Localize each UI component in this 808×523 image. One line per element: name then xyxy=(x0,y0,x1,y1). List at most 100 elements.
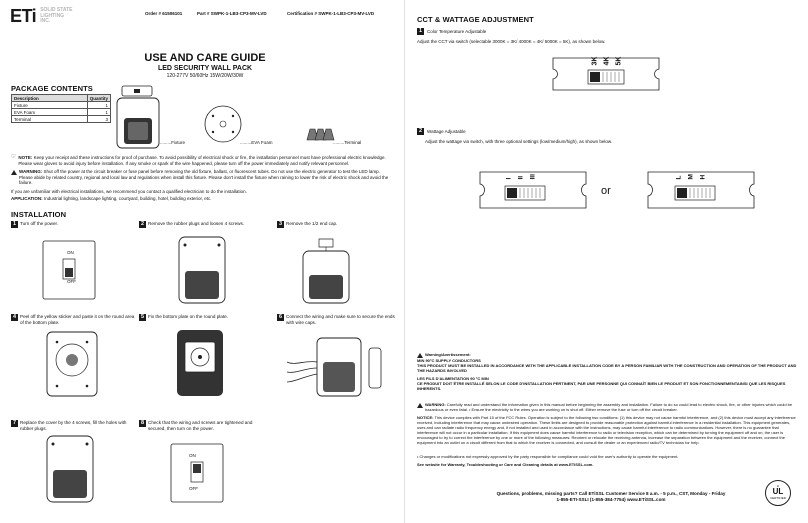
step-number: 3 xyxy=(277,221,284,228)
watt-step-2-label: Wattage Adjustable xyxy=(427,128,466,134)
guide-title: USE AND CARE GUIDE xyxy=(144,52,266,64)
table-cell: Fixture xyxy=(11,101,88,109)
install-step-1: 1 Turn off the power. ON OFF xyxy=(11,221,137,305)
install-step-5: 5 Fix the bottom plate on the round plat… xyxy=(139,314,265,398)
table-cell: 1 xyxy=(86,101,112,109)
step-text: Replace the cover by the 4 screws, fill … xyxy=(20,420,127,431)
logo-text-1: SOLID STATE xyxy=(40,7,73,14)
cct-step-1-title: 1 Color Temperature Adjustable xyxy=(417,28,486,35)
watt-label-m: M xyxy=(687,174,695,180)
badge-bottom: CERTIFIED xyxy=(770,496,786,500)
warning-paragraph: WARNING: Shut off the power at the circu… xyxy=(11,169,393,186)
install-step-3: 3 Remove the 1/2 end cap. xyxy=(277,221,403,305)
cct-heading: CCT & WATTAGE ADJUSTMENT xyxy=(417,15,534,24)
footer-help: Questions, problems, missing parts? Call… xyxy=(465,491,757,502)
table-row: EVA Foam 1 xyxy=(11,108,112,116)
fix-plate-illustration xyxy=(177,330,223,396)
warning-line-4: CE PRODUIT DOIT ÊTRE INSTALLÉ SELON LE C… xyxy=(417,380,786,391)
watt-step-2-text: Adjust the wattage via switch, with thre… xyxy=(425,139,613,144)
notice-paragraph: NOTICE: This device complies with Part 1… xyxy=(417,415,796,445)
install-step-2: 2 Remove the rubber plugs and loosen 4 s… xyxy=(139,221,265,305)
switch-on-label: ON xyxy=(67,250,74,255)
application-line: APPLICATION: Industrial lighting, landsc… xyxy=(11,196,212,201)
warning-paragraph: WARNING: Carefully read and understand t… xyxy=(417,402,799,412)
watt-label-iii: III xyxy=(529,174,537,180)
step-number: 5 xyxy=(139,314,146,321)
ul-certification-badge: c UL CERTIFIED xyxy=(765,480,791,506)
table-header-description: Description xyxy=(11,94,88,102)
badge-top: c xyxy=(777,483,779,488)
cct-label-5k: 5K xyxy=(615,56,623,66)
warning-icon xyxy=(417,402,423,408)
warning-line-2: THIS PRODUCT MUST BE INSTALLED IN ACCORD… xyxy=(417,362,797,373)
note-paragraph: ☞ NOTE: Keep your receipt and these inst… xyxy=(11,154,386,166)
step-number: 2 xyxy=(417,128,424,135)
watt-label-ii: II xyxy=(517,175,525,180)
switch-on-illustration xyxy=(170,443,224,503)
cct-label-3k: 3K xyxy=(591,56,599,66)
warning-line-3: LES FILS D'ALIMENTATION 90 °C MIN xyxy=(417,375,489,381)
package-table: Description Quantity Fixture 1 EVA Foam … xyxy=(11,94,112,123)
logo-mark: ETi xyxy=(10,6,37,26)
or-separator: or xyxy=(601,185,611,197)
watt-label-h: H xyxy=(699,174,707,180)
cct-step-1-label: Color Temperature Adjustable xyxy=(427,28,487,34)
left-page: ETi SOLID STATE LIGHTING INC. Order # 61… xyxy=(10,6,403,504)
watt-label-l: L xyxy=(675,175,683,180)
eva-foam-label: .........EVA Foam xyxy=(240,140,273,145)
terminal-illustration xyxy=(306,128,335,141)
fixture-illustration xyxy=(116,85,160,149)
guide-spec: 120-277V 50/60Hz 15W/20W/30W xyxy=(166,73,244,79)
cct-labels: 3K 4K 5K xyxy=(589,56,625,66)
step-text: Fix the bottom plate on the round plate. xyxy=(148,314,228,319)
hand-icon: ☞ xyxy=(11,154,17,160)
website-line: See website for Warranty, Troubleshootin… xyxy=(417,462,594,467)
warning-line-1: MIN 90°C SUPPLY CONDUCTORS xyxy=(417,357,481,363)
install-step-8: 8 Check that the wiring and screws are t… xyxy=(139,420,265,504)
logo-text-2: LIGHTING xyxy=(40,12,65,19)
installation-heading: INSTALLATION xyxy=(11,210,67,219)
replace-cover-illustration xyxy=(46,435,94,503)
eva-foam-illustration xyxy=(204,105,242,143)
table-cell: EVA Foam xyxy=(11,108,88,116)
bottom-plate-illustration xyxy=(46,331,98,397)
unfamiliar-note: If you are unfamiliar with electrical in… xyxy=(11,189,247,194)
step-text: Check that the wiring and screws are tig… xyxy=(148,420,253,431)
footer-line-1: Questions, problems, missing parts? Call… xyxy=(496,491,726,496)
table-cell: 1 xyxy=(86,108,112,116)
fixture-label: .........Fixture xyxy=(160,140,186,145)
switch-off-illustration xyxy=(42,240,96,300)
step-text: Peel off the yellow sticker and paste it… xyxy=(20,314,135,325)
wattage-switch-roman[interactable] xyxy=(477,168,589,212)
table-row: Fixture 1 xyxy=(11,101,112,109)
order-number: Order # 61506101 xyxy=(145,11,183,16)
switch-on-label: ON xyxy=(189,453,196,458)
warning-icon xyxy=(11,169,17,175)
switch-off-label: OFF xyxy=(189,486,198,491)
terminal-label: .........Terminal xyxy=(333,140,362,145)
guide-subtitle: LED SECURITY WALL PACK xyxy=(157,65,253,72)
watt-label-i: I xyxy=(505,177,513,180)
right-page: CCT & WATTAGE ADJUSTMENT 1 Color Tempera… xyxy=(404,0,808,523)
switch-off-label: OFF xyxy=(67,279,76,284)
watt-letter-labels: L M H xyxy=(673,170,709,180)
step-number: 1 xyxy=(417,28,424,35)
step-number: 2 xyxy=(139,221,146,228)
certification-number: Certification # SWPK-1-LB3-CP3-MV-LVD xyxy=(287,11,375,16)
cct-label-4k: 4K xyxy=(603,56,611,66)
cct-switch-illustration[interactable] xyxy=(550,54,662,94)
table-header-quantity: Quantity xyxy=(86,94,112,102)
fixture-screws-illustration xyxy=(178,236,226,304)
badge-mark: UL xyxy=(772,487,784,496)
end-cap-illustration xyxy=(302,238,350,304)
step-number: 4 xyxy=(11,314,18,321)
wattage-switch-letters[interactable] xyxy=(645,168,757,212)
step-number: 1 xyxy=(11,221,18,228)
step-text: Turn off the power. xyxy=(20,221,59,226)
wiring-illustration xyxy=(286,337,382,397)
changes-line: • Changes or modifications not expressly… xyxy=(417,454,679,459)
watt-roman-labels: I II III xyxy=(503,170,539,180)
install-step-6: 6 Connect the wiring and make sure to se… xyxy=(277,314,403,398)
table-row: Terminal 3 xyxy=(11,115,112,123)
package-contents-heading: PACKAGE CONTENTS xyxy=(11,84,93,93)
